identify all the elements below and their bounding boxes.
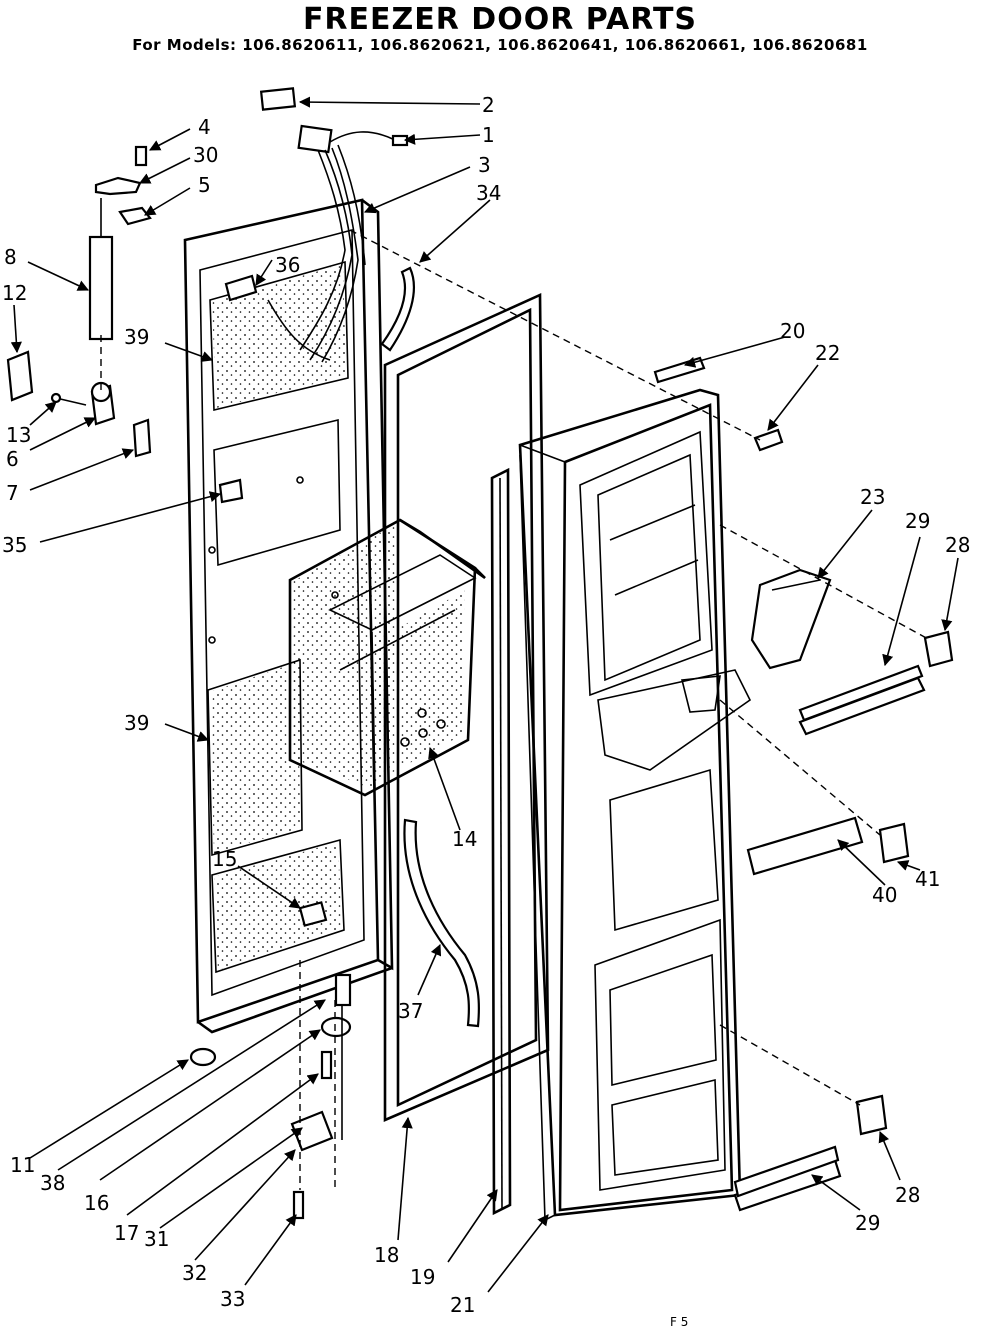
callout-13: 13: [6, 423, 31, 447]
callout-32: 32: [182, 1261, 207, 1285]
shelf-bars: [653, 356, 954, 1212]
breaker-strip: [490, 467, 512, 1216]
leader-lines: [10, 96, 959, 1293]
callout-8: 8: [4, 245, 17, 269]
callout-14: 14: [452, 827, 477, 851]
callout-28a: 28: [945, 533, 970, 557]
callout-38: 38: [40, 1171, 65, 1195]
inner-door-liner: [518, 388, 752, 1222]
callout-5: 5: [198, 173, 211, 197]
callout-41: 41: [915, 867, 940, 891]
model-list: For Models: 106.8620611, 106.8620621, 10…: [132, 36, 868, 54]
callout-37: 37: [398, 999, 423, 1023]
hinge-parts-upper: [6, 87, 297, 504]
hinge-parts-lower: [189, 901, 352, 1220]
callout-6: 6: [6, 447, 19, 471]
callout-39a: 39: [124, 325, 149, 349]
callout-29b: 29: [855, 1211, 880, 1235]
callout-12: 12: [2, 281, 27, 305]
callout-1: 1: [482, 123, 495, 147]
footer-mark: F 5: [670, 1315, 688, 1329]
callout-21: 21: [450, 1293, 475, 1317]
callout-19: 19: [410, 1265, 435, 1289]
callout-20: 20: [780, 319, 805, 343]
callout-35: 35: [2, 533, 27, 557]
callout-23: 23: [860, 485, 885, 509]
outer-door-panel: [183, 198, 394, 1034]
callout-17: 17: [114, 1221, 139, 1245]
callout-15: 15: [212, 847, 237, 871]
callout-7: 7: [6, 481, 19, 505]
callout-31: 31: [144, 1227, 169, 1251]
callout-33: 33: [220, 1287, 245, 1311]
fill-tube-upper: [380, 266, 415, 352]
callout-4: 4: [198, 115, 211, 139]
callout-28b: 28: [895, 1183, 920, 1207]
page-title: FREEZER DOOR PARTS: [302, 2, 698, 37]
dispenser-chute: [750, 568, 832, 670]
callout-30: 30: [193, 143, 218, 167]
wiring-harness: [297, 124, 409, 363]
callout-36: 36: [275, 253, 300, 277]
callout-29a: 29: [905, 509, 930, 533]
callout-22: 22: [815, 341, 840, 365]
callout-16: 16: [84, 1191, 109, 1215]
callout-34: 34: [476, 181, 501, 205]
dispenser-housing: [288, 518, 486, 797]
callout-18: 18: [374, 1243, 399, 1267]
callout-39b: 39: [124, 711, 149, 735]
callout-2: 2: [482, 93, 495, 117]
callout-40: 40: [872, 883, 897, 907]
callout-11: 11: [10, 1153, 35, 1177]
callout-numbers: 2 1 3 34 4 30 5 8 12 39 36 13 6 7 35 20 …: [2, 93, 970, 1317]
water-tube: [403, 818, 480, 1028]
callout-3: 3: [478, 153, 491, 177]
alignment-lines: [100, 229, 931, 1190]
